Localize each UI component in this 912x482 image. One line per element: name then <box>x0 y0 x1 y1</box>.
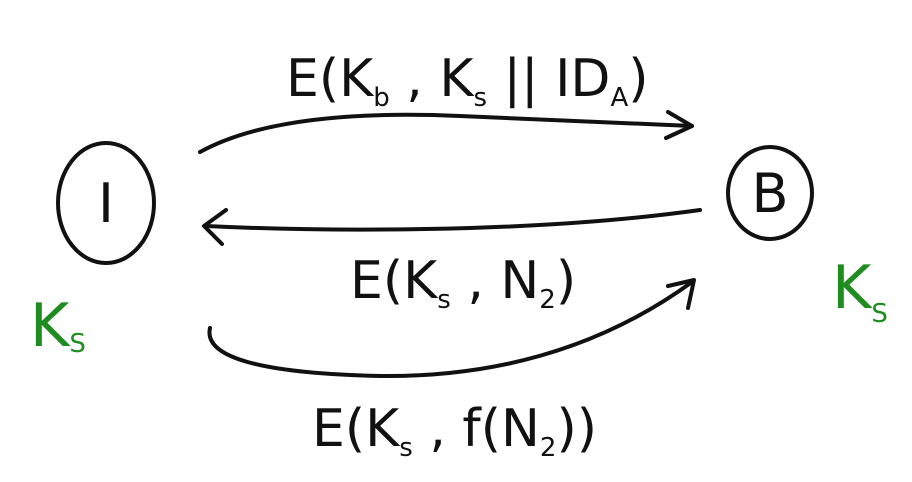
message-1-part: || ID <box>487 49 610 109</box>
message-2-sub: 2 <box>539 285 556 315</box>
message-1-part: E(K <box>286 49 375 109</box>
message-3-sub: 2 <box>540 433 557 463</box>
message-3-part: , f(N <box>413 399 540 459</box>
node-b-label: B <box>751 162 788 225</box>
arrow-i-to-b-top <box>198 112 694 154</box>
arrow-i-to-b-bottom <box>207 280 694 379</box>
message-1-sub: s <box>473 83 487 113</box>
message-2-label: E(Ks , N2) <box>350 251 576 315</box>
left-key-letter: K <box>30 291 71 361</box>
message-2-part: E(K <box>350 251 439 311</box>
right-session-key-label: KS <box>832 253 888 329</box>
message-2-part: , N <box>451 251 540 311</box>
node-i-circle <box>56 141 156 265</box>
left-key-sub: S <box>69 329 86 359</box>
right-key-sub: S <box>871 299 888 329</box>
message-1-part: , K <box>390 49 476 109</box>
message-3-part: )) <box>556 399 597 459</box>
message-3-label: E(Ks , f(N2)) <box>312 399 597 463</box>
message-2-sub: s <box>437 285 451 315</box>
arrowhead-i-to-b-top <box>664 110 694 140</box>
node-i-label: I <box>98 172 114 235</box>
arrowhead-b-to-i <box>202 208 228 246</box>
message-1-part: ) <box>628 49 648 109</box>
right-key-letter: K <box>832 253 873 323</box>
node-b-circle <box>726 145 814 241</box>
message-2-part: ) <box>556 251 576 311</box>
message-1-sub: A <box>610 83 628 113</box>
message-1-label: E(Kb , Ks || IDA) <box>286 49 649 113</box>
left-session-key-label: KS <box>30 291 86 361</box>
message-3-sub: s <box>399 433 413 463</box>
message-1-sub: b <box>373 83 390 113</box>
message-3-part: E(K <box>312 399 401 459</box>
arrow-b-to-i <box>204 208 702 232</box>
arrowhead-i-to-b-bottom <box>666 278 696 310</box>
